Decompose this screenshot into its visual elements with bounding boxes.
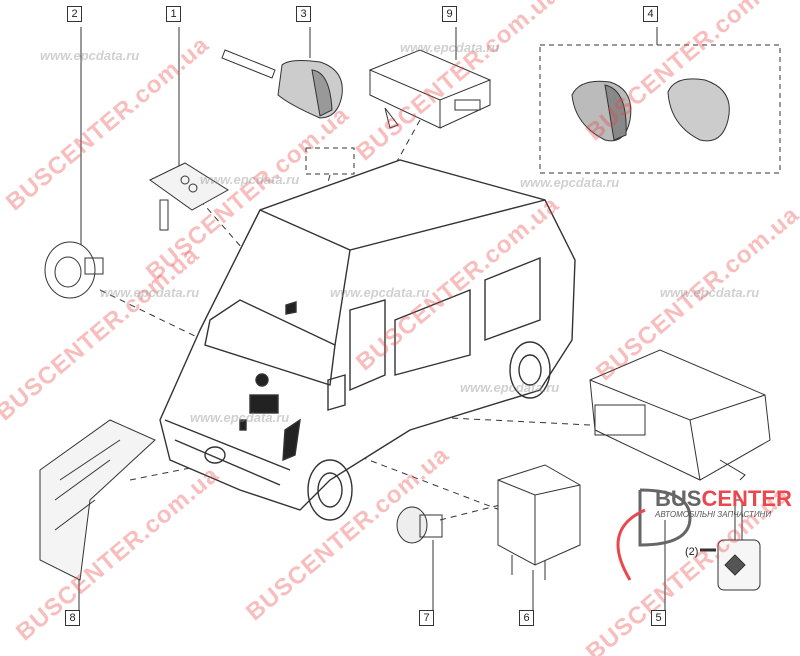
logo-subtitle: АВТОМОБІЛЬНІ ЗАПЧАСТИНИ	[655, 510, 772, 519]
transponder-dashed-box	[305, 147, 355, 175]
renault-key-fob	[700, 499, 761, 591]
group-4-dashed-box	[539, 44, 781, 174]
ecu-in-van	[249, 394, 279, 414]
buscenter-logo: BUSCENTER АВТОМОБІЛЬНІ ЗАПЧАСТИНИ	[655, 486, 792, 519]
part-8-control-unit	[39, 419, 156, 581]
part-6-relay	[497, 464, 581, 580]
callout-1: 1	[166, 6, 181, 22]
callout-6: 6	[519, 610, 534, 626]
part-7-sensor	[396, 506, 443, 544]
callout-3: 3	[296, 6, 311, 22]
van-illustration	[159, 159, 576, 521]
buscenter-logo-emblem	[616, 488, 692, 581]
callout-8: 8	[65, 610, 80, 626]
callout-2: 2	[67, 6, 82, 22]
logo-bus: BUS	[655, 486, 702, 511]
callout-5: 5	[651, 610, 666, 626]
callout-9: 9	[442, 6, 457, 22]
callout-7: 7	[419, 610, 434, 626]
logo-center: CENTER	[701, 486, 792, 511]
part-5-ecu	[589, 349, 771, 481]
part-3-key	[221, 49, 343, 119]
callout-4: 4	[643, 6, 658, 22]
key-label: (2)	[685, 546, 699, 558]
part-2-ignition-ring	[44, 241, 104, 299]
part-4-remotes	[571, 78, 730, 142]
part-1-plate	[149, 162, 229, 231]
part-9-module-box	[368, 49, 492, 129]
